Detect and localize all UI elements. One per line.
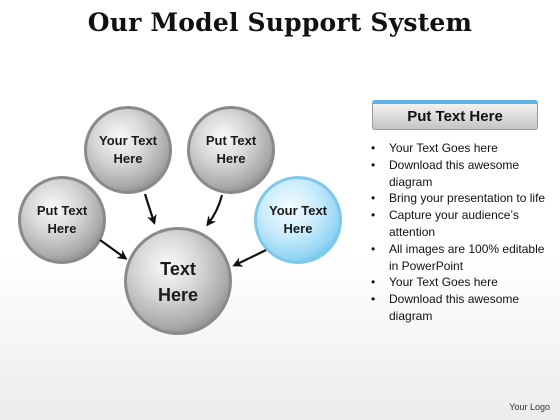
arrow-top-left-to-center [143,193,157,225]
sphere-top-right [187,106,275,194]
bullet-item: Capture your audience’s attention [363,207,548,241]
circle-label-top-left: Your Text Here [98,133,158,166]
bullet-item: All images are 100% editable in PowerPoi… [363,241,548,275]
bullet-item: Your Text Goes here [363,274,548,291]
sphere-right [254,176,342,264]
arrow-top-right-to-center [206,194,224,227]
footer-logo-text: Your Logo [509,402,550,412]
bullet-list: Your Text Goes here Download this awesom… [363,140,548,325]
bullet-item: Your Text Goes here [363,140,548,157]
panel-header-label: Put Text Here [407,108,503,125]
circle-label-left: Put Text Here [36,203,88,236]
sphere-top-left [84,106,172,194]
panel-header: Put Text Here [372,100,538,130]
circle-label-center: Text Here [157,258,199,305]
circle-label-top-right: Put Text Here [205,133,257,166]
circle-label-right: Your Text Here [268,203,328,236]
bullet-item: Download this awesome diagram [363,291,548,325]
arrow-left-to-center [99,239,128,260]
bullet-item: Bring your presentation to life [363,190,548,207]
sphere-center [124,227,232,335]
page-title: Our Model Support System [87,8,473,37]
bullet-item: Download this awesome diagram [363,157,548,191]
sphere-left [18,176,106,264]
arrow-right-to-center [232,249,267,267]
